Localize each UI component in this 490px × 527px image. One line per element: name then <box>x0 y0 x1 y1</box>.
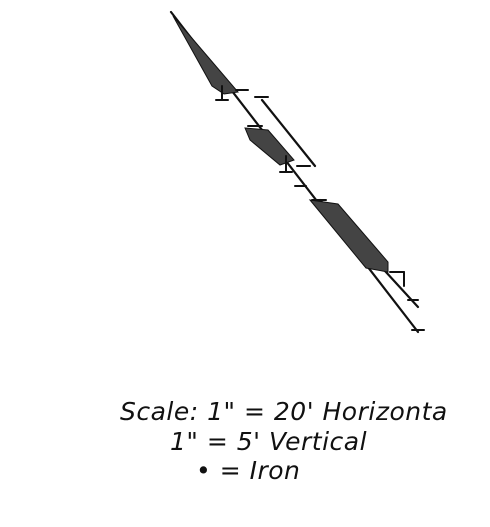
iron-marker-legend: • = Iron <box>196 456 301 485</box>
dimension-ticks <box>215 85 425 331</box>
shaded-wedge-top <box>172 15 239 95</box>
tick-1 <box>215 85 229 101</box>
shaded-regions <box>172 15 389 273</box>
tick-5 <box>279 155 293 173</box>
offset-line-upper <box>260 98 317 168</box>
shaded-wedge-bottom <box>308 199 389 273</box>
horizontal-scale-label: Scale: 1" = 20' Horizonta <box>120 397 448 426</box>
vertical-scale-label: 1" = 5' Vertical <box>170 427 368 456</box>
